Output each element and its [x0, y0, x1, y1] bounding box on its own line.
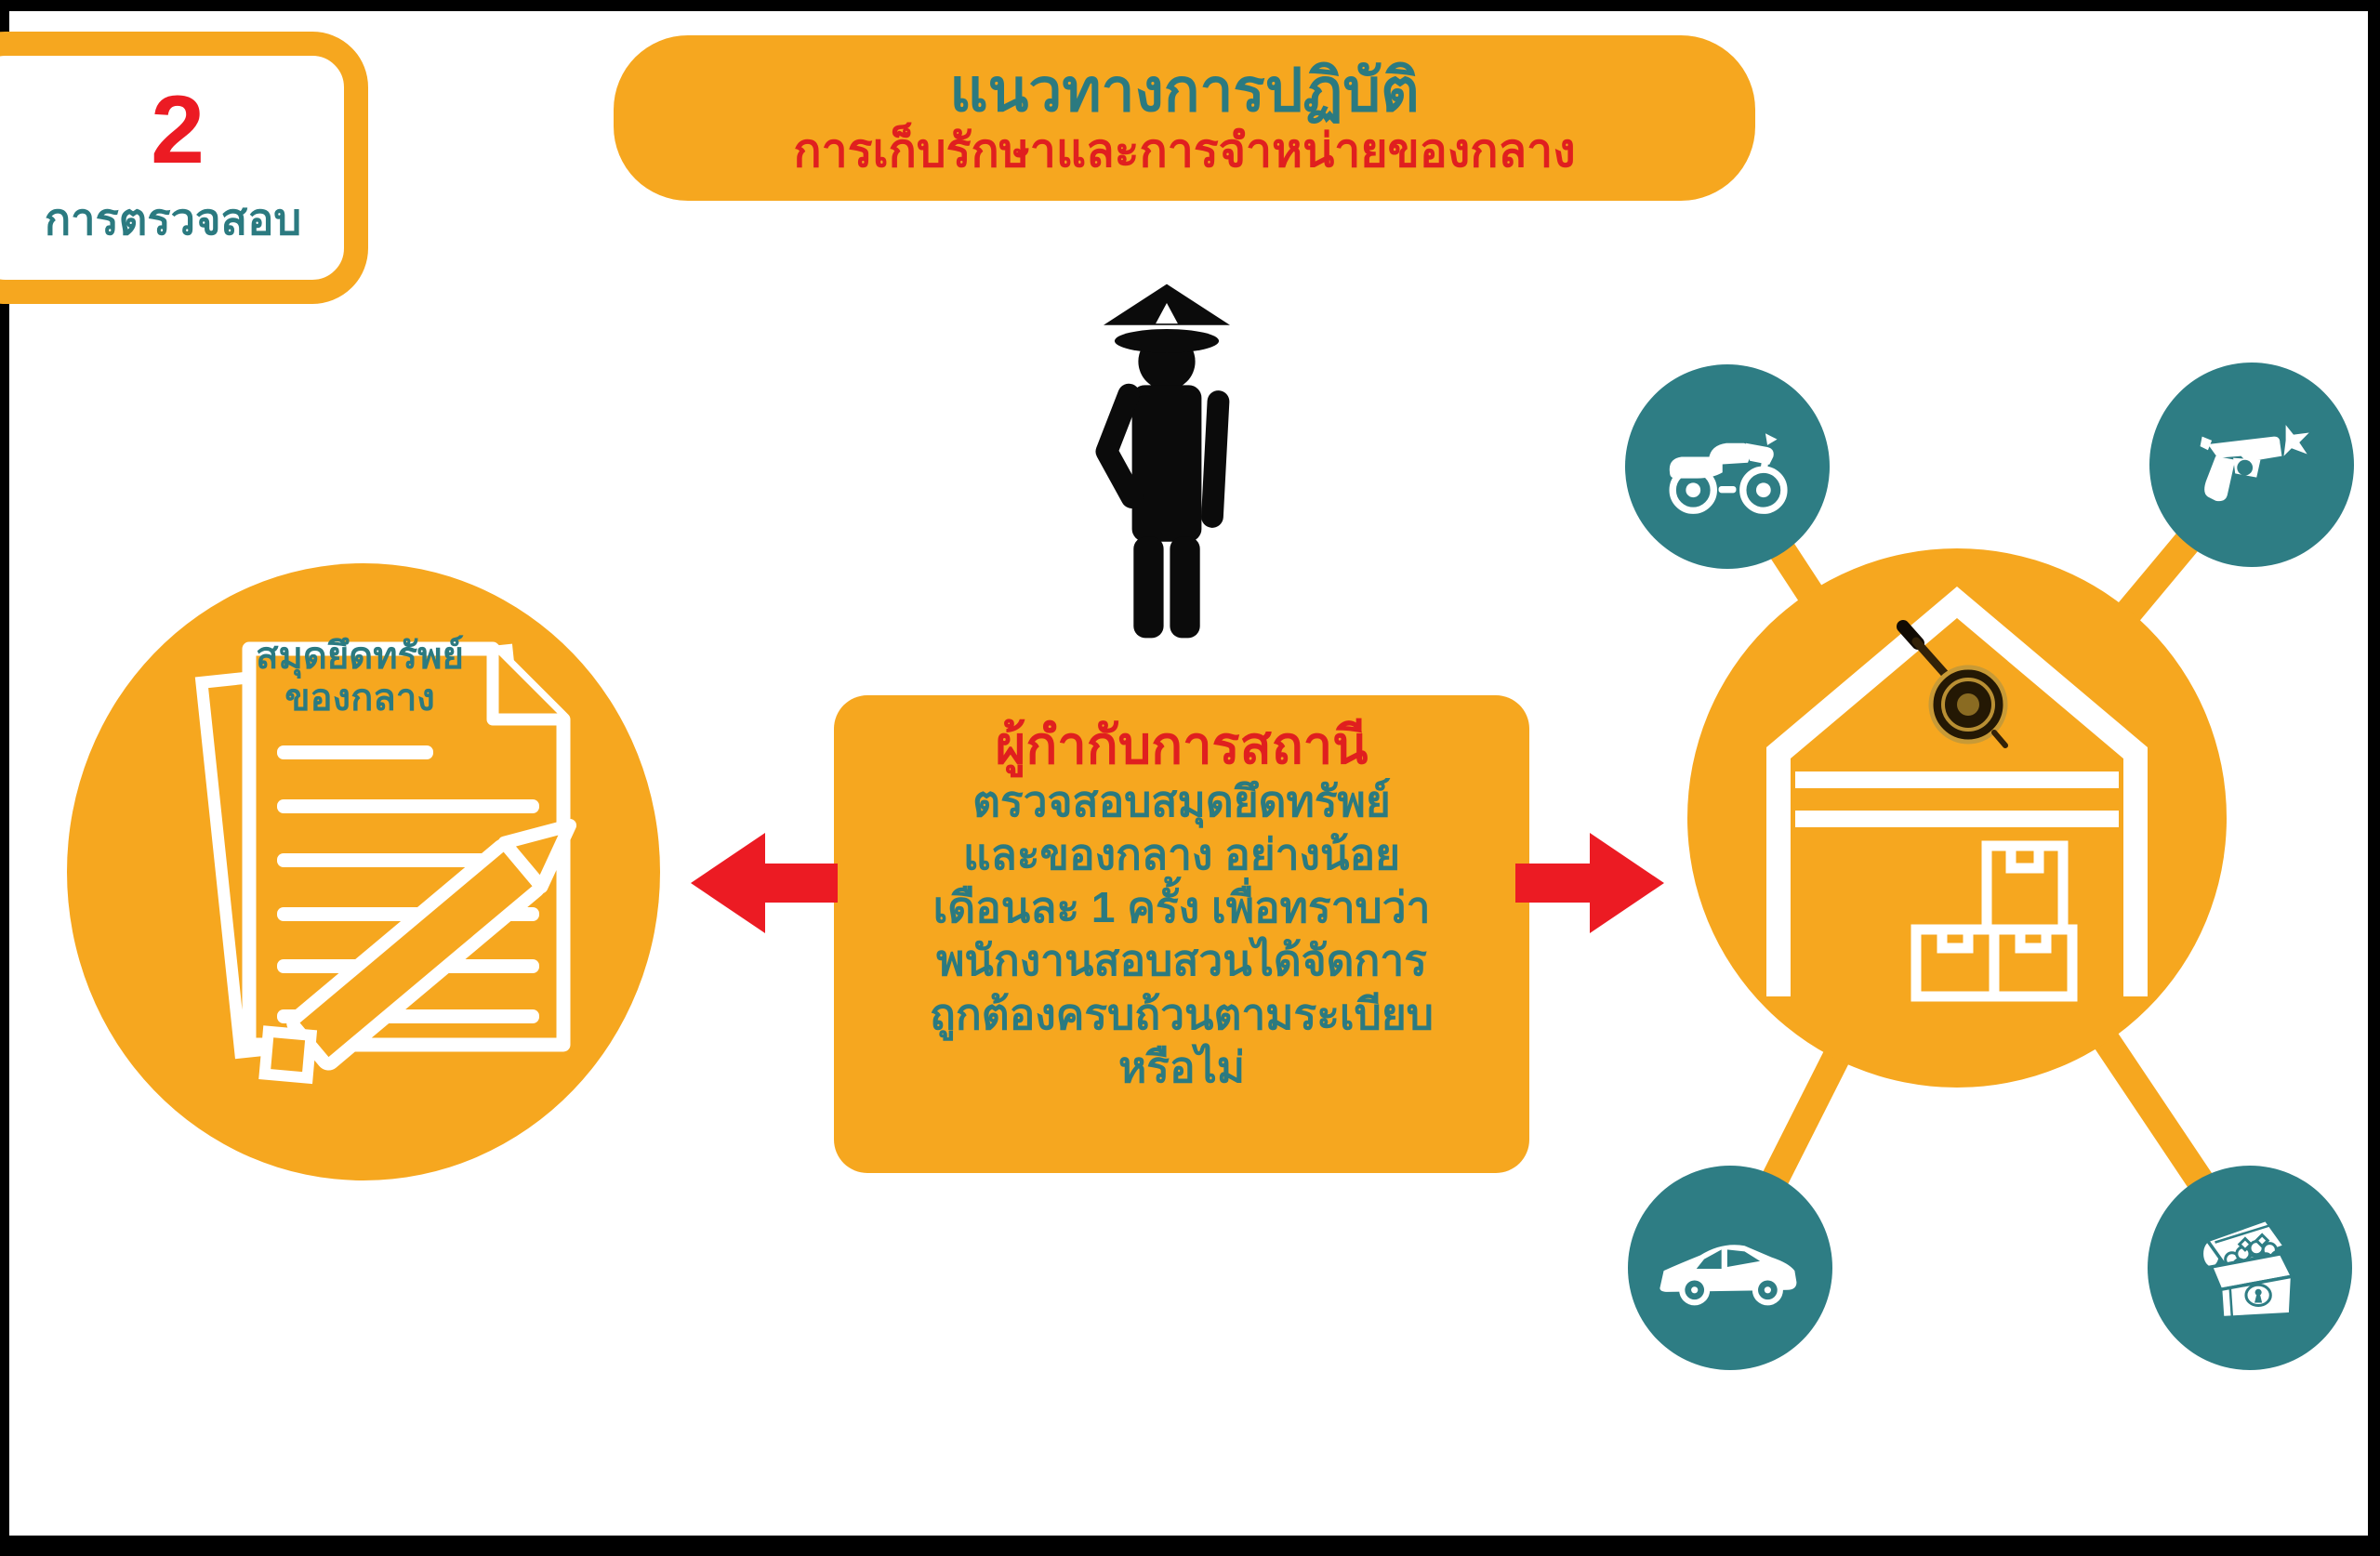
satellite-treasure [2148, 1166, 2352, 1370]
step-label: การตรวจสอบ [44, 194, 302, 244]
title-banner: แนวทางการปฏิบัติ การเก็บรักษาและการจำหน่… [614, 35, 1755, 201]
ledger-document-pencil-icon [194, 641, 577, 1085]
step-number: 2 [151, 76, 205, 184]
page-subtitle: การเก็บรักษาและการจำหน่ายของกลาง [793, 125, 1576, 178]
instruction-line: ตรวจสอบสมุดยึดทรัพย์ [972, 777, 1391, 826]
instruction-line: และของกลาง อย่างน้อย [962, 830, 1401, 879]
arrow-right-icon [1515, 833, 1664, 933]
ledger-circle: สมุดยึดทรัพย์ ของกลาง [67, 563, 660, 1180]
page-title: แนวทางการปฏิบัติ [949, 56, 1420, 124]
instruction-line: เดือนละ 1 ครั้ง เพื่อทราบว่า [932, 883, 1431, 932]
treasure-chest-icon [2200, 1218, 2295, 1320]
police-seal-magnifier-icon [1897, 620, 2008, 748]
ledger-label-line1: สมุดยึดทรัพย์ [256, 636, 464, 677]
instruction-box: ผู้กำกับการสถานี ตรวจสอบสมุดยึดทรัพย์ แล… [834, 695, 1529, 1173]
step-badge: 2 การตรวจสอบ [0, 32, 368, 304]
ledger-label: สมุดยึดทรัพย์ ของกลาง [206, 636, 513, 719]
motorcycle-icon [1669, 433, 1788, 514]
instruction-line: พนักงานสอบสวนได้จัดการ [936, 936, 1427, 985]
instruction-line: หรือไม่ [1117, 1042, 1246, 1091]
storage-hub-circle [1687, 548, 2227, 1088]
warehouse-icon [1766, 586, 2148, 1002]
ledger-label-line2: ของกลาง [284, 677, 435, 719]
handgun-icon [2200, 425, 2309, 502]
satellite-car [1628, 1166, 1832, 1370]
car-icon [1659, 1245, 1797, 1306]
police-officer-icon [1095, 284, 1230, 639]
satellite-motorcycle [1625, 364, 1830, 569]
arrow-left-icon [691, 833, 838, 933]
instruction-line: ถูกต้องครบถ้วนตามระเบียบ [930, 989, 1434, 1038]
pencil-icon [258, 818, 577, 1085]
satellite-handgun [2149, 363, 2354, 567]
instruction-title: ผู้กำกับการสถานี [995, 716, 1368, 774]
